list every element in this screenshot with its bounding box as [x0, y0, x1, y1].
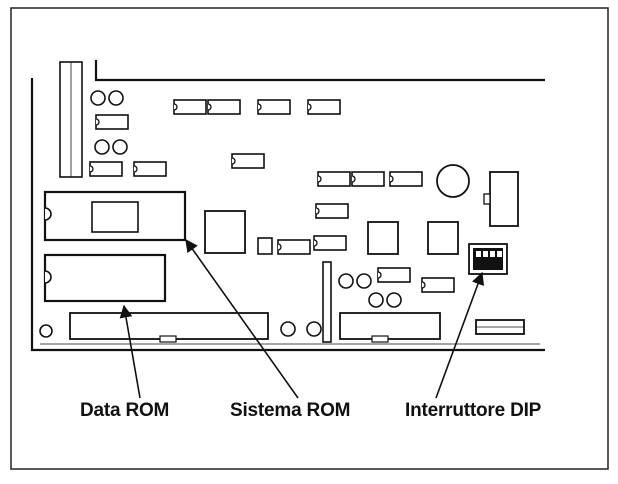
data-rom-chip: [43, 253, 167, 303]
label-sistema-rom: Sistema ROM: [230, 400, 351, 421]
board-outline: [94, 60, 545, 82]
vertical-strip: [322, 261, 332, 343]
outer-frame: [10, 7, 609, 470]
arrow-sistema-rom: [185, 238, 299, 399]
small-component: [257, 237, 273, 255]
arrow-dip-switch: [435, 271, 485, 399]
bottom-connector-middle: [339, 312, 441, 340]
arrow-data-rom: [119, 304, 141, 399]
bottom-connector-left: [69, 312, 269, 340]
label-data-rom: Data ROM: [80, 400, 170, 421]
label-interruttore-dip: Interruttore DIP: [405, 400, 542, 421]
square-ic: [427, 221, 459, 255]
square-ic: [367, 221, 399, 255]
capacitors-lower: [39, 273, 402, 338]
board-outline-left: [30, 78, 545, 352]
dip-switch: [468, 243, 508, 275]
large-capacitor: [436, 164, 470, 198]
square-ic: [204, 210, 246, 254]
regulator: [489, 171, 519, 227]
capacitors-upper-left: [90, 90, 128, 155]
